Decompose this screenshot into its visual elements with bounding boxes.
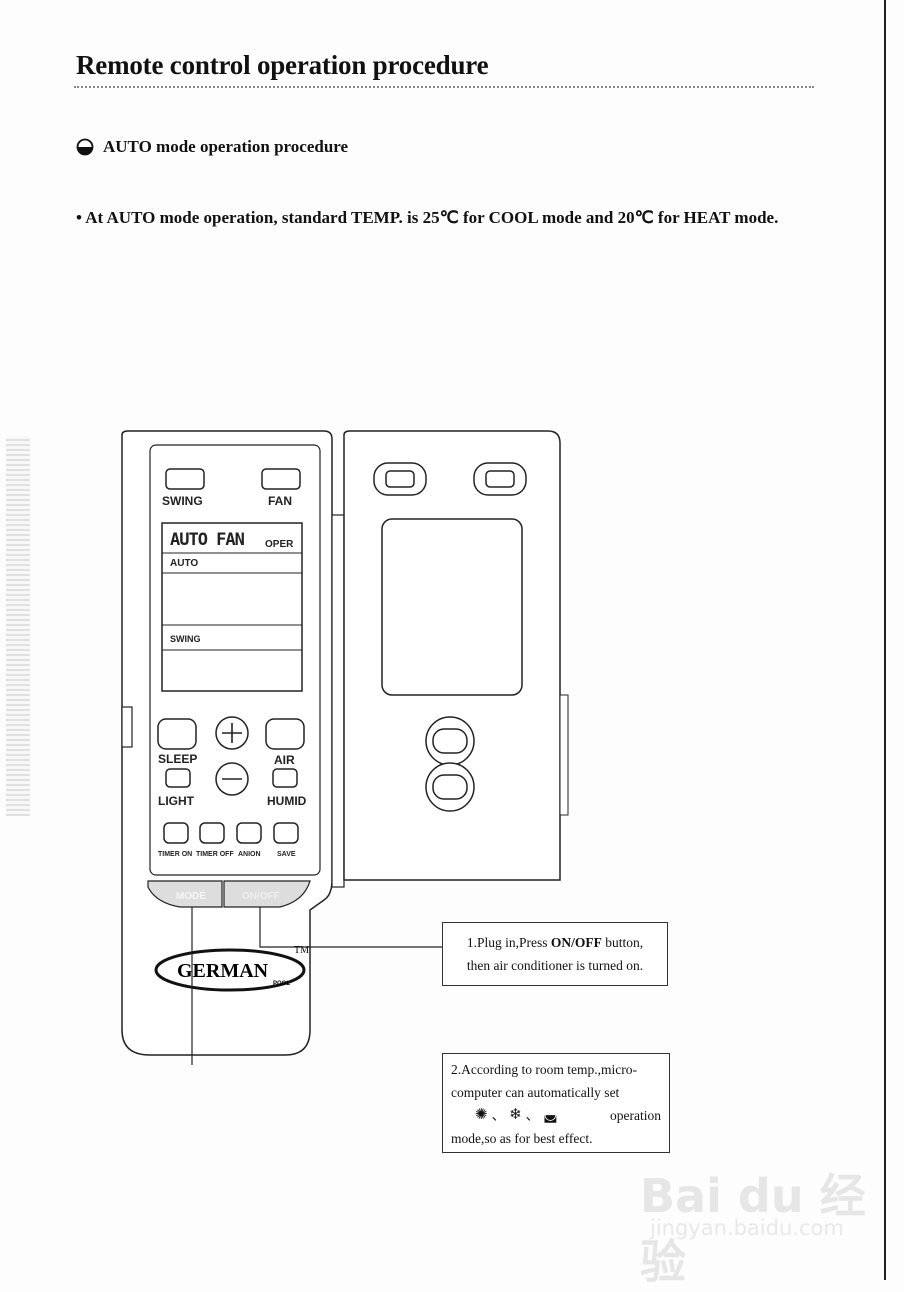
watermark-url: jingyan.baidu.com <box>650 1216 844 1240</box>
remote-illustration: SWING FAN AUTO FAN OPER AUTO SWING SLEEP… <box>121 430 569 1065</box>
callout-2-line3-suffix: operation <box>610 1108 661 1123</box>
save-label: SAVE <box>277 851 296 858</box>
callout-2-sep1: 、 <box>491 1108 506 1123</box>
lcd-auto-text: AUTO <box>170 558 198 569</box>
fan-button[interactable] <box>261 468 301 490</box>
scan-artifact <box>6 436 30 816</box>
save-button[interactable] <box>273 822 299 844</box>
section-heading: AUTO mode operation procedure <box>76 137 348 157</box>
callout-1-line2: then air conditioner is turned on. <box>466 958 644 973</box>
humid-button[interactable] <box>272 768 298 788</box>
title-rule <box>74 86 814 88</box>
timer-off-button[interactable] <box>199 822 225 844</box>
mode-label: MODE <box>176 891 206 902</box>
page-title: Remote control operation procedure <box>76 50 489 80</box>
swing-button[interactable] <box>165 468 205 490</box>
humid-label: HUMID <box>267 794 307 808</box>
callout-1-strong: ON/OFF <box>550 935 602 950</box>
brand-logo <box>154 948 306 992</box>
sleep-label: SLEEP <box>158 752 197 766</box>
bullet-paragraph: • At AUTO mode operation, standard TEMP.… <box>76 208 779 227</box>
section-circle-icon <box>76 138 94 156</box>
swing-label: SWING <box>162 494 203 508</box>
callout-2-line1: 2.According to room temp.,micro- <box>451 1062 637 1077</box>
callout-onoff: 1.Plug in,Press ON/OFF button, then air … <box>442 922 668 986</box>
fan-label: FAN <box>268 494 292 508</box>
callout-2-line2: computer can automatically set <box>451 1085 620 1100</box>
page-edge-line <box>884 0 886 1280</box>
onoff-button[interactable] <box>223 880 311 908</box>
lcd-oper-text: OPER <box>265 539 294 550</box>
snowflake-icon: ❄ <box>509 1107 522 1123</box>
timer-on-button[interactable] <box>163 822 189 844</box>
lcd-swing-text: SWING <box>170 634 201 644</box>
trademark-text: TM <box>294 945 309 956</box>
anion-label: ANION <box>238 851 261 858</box>
brand-text: GERMAN <box>177 960 269 982</box>
air-button[interactable] <box>265 718 305 750</box>
lcd-screen <box>161 522 303 692</box>
callout-auto-mode: 2.According to room temp.,micro- compute… <box>442 1053 670 1153</box>
callout-2-line3: ✺ 、 ❄ 、 ◛ operation <box>451 1104 661 1127</box>
front-panel <box>149 444 321 876</box>
callout-2-sep2: 、 <box>525 1108 540 1123</box>
light-label: LIGHT <box>158 794 195 808</box>
anion-button[interactable] <box>236 822 262 844</box>
sun-icon: ✺ <box>475 1107 488 1123</box>
callout-1-suffix: button, <box>601 935 644 950</box>
section-heading-text: AUTO mode operation procedure <box>103 137 349 156</box>
callout-1-prefix: 1.Plug in,Press <box>466 935 551 950</box>
timer-on-label: TIMER ON <box>158 851 192 858</box>
lcd-main-text: AUTO FAN <box>170 530 245 550</box>
light-button[interactable] <box>165 768 191 788</box>
sleep-button[interactable] <box>157 718 197 750</box>
timer-off-label: TIMER OFF <box>196 851 234 858</box>
air-label: AIR <box>274 753 295 767</box>
dehumidify-icon: ◛ <box>543 1107 558 1123</box>
brand-sub-text: POOL <box>273 981 290 987</box>
callout-2-line4: mode,so as for best effect. <box>451 1131 593 1146</box>
onoff-label: ON/OFF <box>242 891 280 902</box>
mode-button[interactable] <box>147 880 223 908</box>
